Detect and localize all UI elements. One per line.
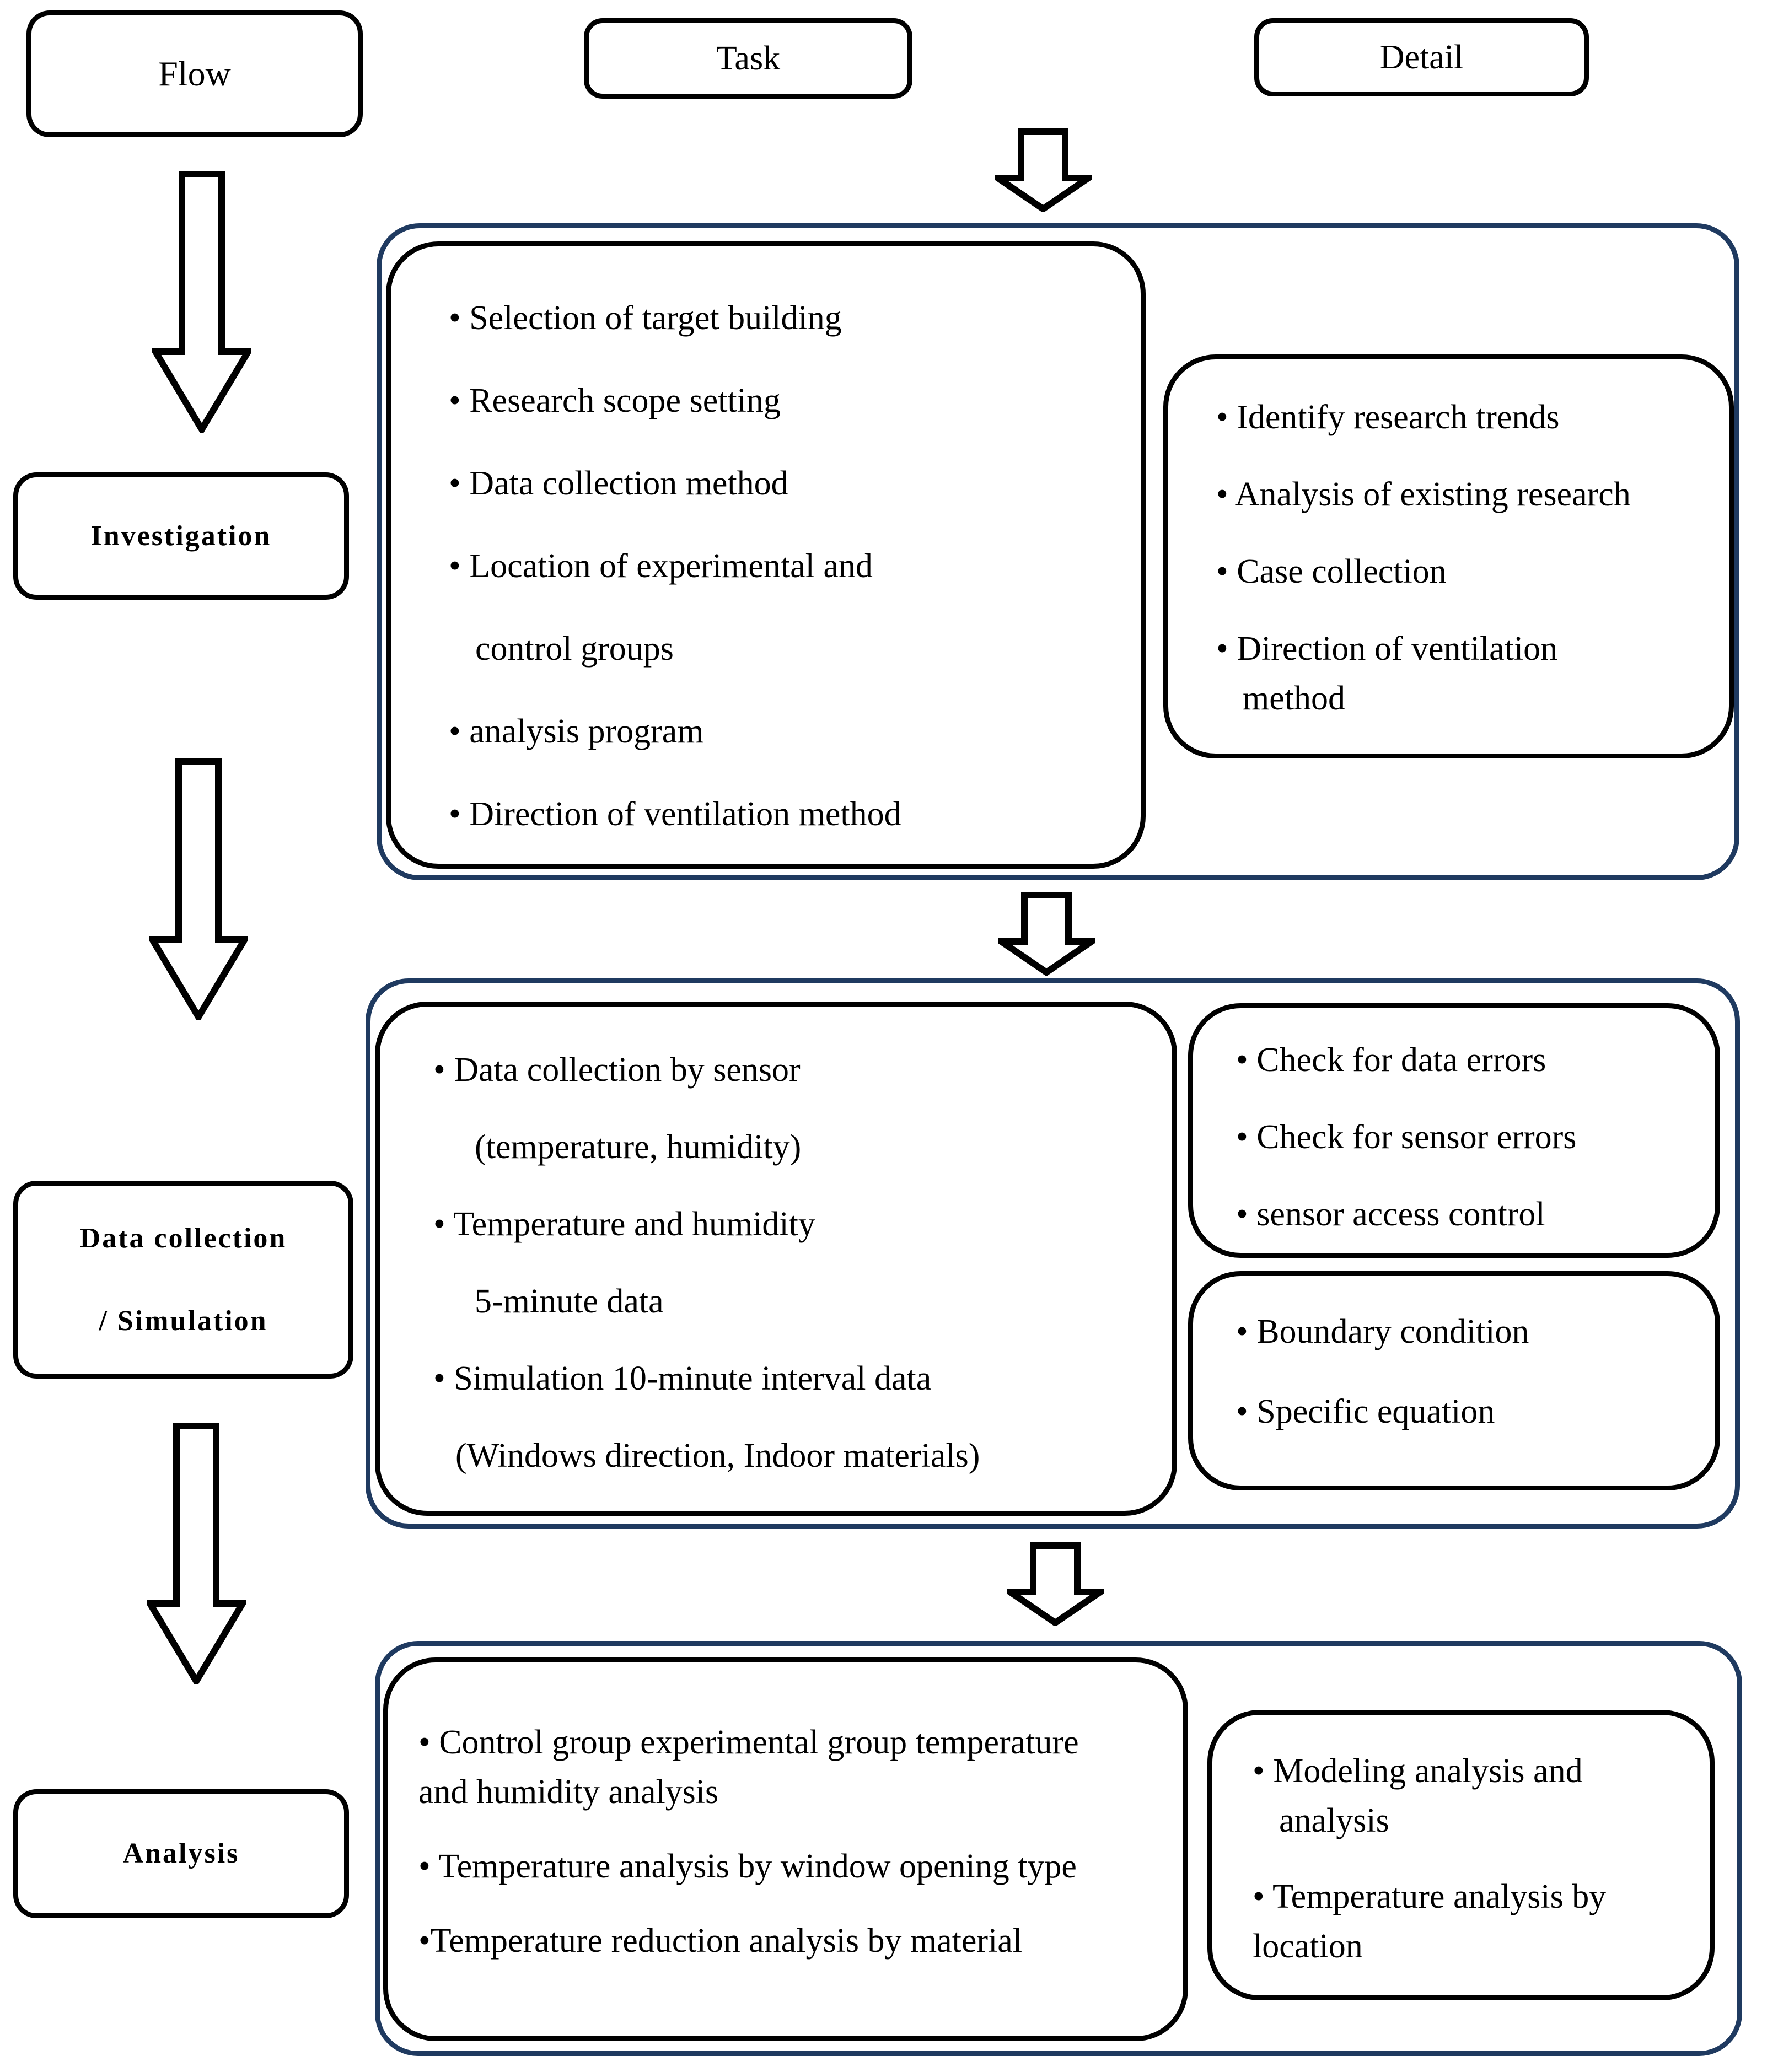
bullet-line: • Check for sensor errors <box>1236 1118 1577 1156</box>
bullet-item: • Modeling analysis and analysis <box>1253 1746 1699 1845</box>
bullet-line: • Data collection method <box>449 465 788 502</box>
bullet-line: • Direction of ventilation <box>1216 630 1558 668</box>
column-header-flow: Flow <box>26 10 363 137</box>
detail-list-simulation-conditions: • Boundary condition • Specific equation <box>1193 1276 1715 1452</box>
bullet-line: • Direction of ventilation method <box>449 795 901 833</box>
detail-box-simulation-conditions: • Boundary condition • Specific equation <box>1188 1271 1720 1490</box>
detail-list-investigation: • Identify research trends • Analysis of… <box>1168 359 1729 751</box>
task-list-data-collection: • Data collection by sensor (temperature… <box>380 1007 1172 1494</box>
detail-label: Detail <box>1379 38 1464 76</box>
bullet-line-wrap: and humidity analysis <box>418 1773 719 1811</box>
stage-box-data-collection-simulation: Data collection / Simulation <box>13 1181 353 1379</box>
bullet-line: • Specific equation <box>1236 1393 1495 1430</box>
flow-label: Flow <box>158 54 231 93</box>
column-header-task: Task <box>584 18 912 99</box>
down-arrow-icon <box>998 892 1095 976</box>
detail-box-analysis: • Modeling analysis and analysis • Tempe… <box>1207 1710 1715 2000</box>
down-arrow-icon <box>149 758 248 1020</box>
stage-datasim-label-line1: Data collection <box>79 1222 287 1254</box>
task-list-investigation: • Selection of target building • Researc… <box>391 246 1141 855</box>
stage-investigation-label: Investigation <box>90 520 272 552</box>
down-arrow-icon <box>995 128 1092 212</box>
bullet-line-wrap: location <box>1253 1928 1363 1965</box>
down-arrow-icon <box>152 171 251 433</box>
bullet-line-wrap: (temperature, humidity) <box>475 1128 802 1166</box>
bullet-line: •Temperature reduction analysis by mater… <box>418 1922 1023 1960</box>
stage-analysis-label: Analysis <box>122 1838 240 1869</box>
bullet-item: • Direction of ventilation method <box>1216 624 1718 723</box>
bullet-line-wrap: method <box>1243 680 1345 717</box>
bullet-line: • analysis program <box>449 713 704 750</box>
bullet-line: • Selection of target building <box>449 299 842 337</box>
down-arrow-icon <box>147 1423 246 1684</box>
task-box-data-collection: • Data collection by sensor (temperature… <box>375 1002 1177 1516</box>
column-header-detail: Detail <box>1254 18 1589 96</box>
bullet-line: • Temperature analysis by <box>1253 1878 1607 1915</box>
bullet-line-wrap: (Windows direction, Indoor materials) <box>455 1437 980 1474</box>
bullet-line: • Modeling analysis and <box>1253 1752 1583 1790</box>
task-label: Task <box>716 39 781 77</box>
bullet-item: • Temperature analysis by location <box>1253 1872 1699 1971</box>
detail-box-investigation: • Identify research trends • Analysis of… <box>1163 354 1734 758</box>
bullet-line: • Boundary condition <box>1236 1313 1529 1350</box>
stage-box-investigation: Investigation <box>13 472 349 600</box>
task-box-investigation: • Selection of target building • Researc… <box>386 241 1146 869</box>
bullet-line: • Control group experimental group tempe… <box>418 1724 1079 1761</box>
bullet-line: • Simulation 10-minute interval data <box>433 1360 932 1397</box>
bullet-line: • Location of experimental and <box>449 547 873 585</box>
bullet-line-wrap: analysis <box>1279 1802 1389 1839</box>
bullet-line: • Temperature and humidity <box>433 1205 815 1243</box>
task-box-analysis: • Control group experimental group tempe… <box>383 1657 1188 2041</box>
stage-box-analysis: Analysis <box>13 1789 349 1918</box>
bullet-line: • Identify research trends <box>1216 399 1560 436</box>
detail-box-sensor-checks: • Check for data errors • Check for sens… <box>1188 1003 1720 1258</box>
bullet-line: • Research scope setting <box>449 382 781 419</box>
task-list-analysis: • Control group experimental group tempe… <box>388 1662 1183 1990</box>
detail-list-analysis: • Modeling analysis and analysis • Tempe… <box>1212 1715 1710 1998</box>
detail-list-sensor-checks: • Check for data errors • Check for sens… <box>1193 1008 1715 1253</box>
bullet-line: • Case collection <box>1216 553 1447 590</box>
bullet-line: • Data collection by sensor <box>433 1051 801 1089</box>
bullet-line-wrap: 5-minute data <box>475 1283 664 1320</box>
bullet-item: • Control group experimental group tempe… <box>418 1718 1172 1817</box>
bullet-line: • Analysis of existing research <box>1216 476 1631 513</box>
bullet-line-wrap: control groups <box>475 630 674 668</box>
bullet-line: • sensor access control <box>1236 1196 1545 1233</box>
bullet-line: • Temperature analysis by window opening… <box>418 1848 1077 1885</box>
stage-datasim-label-line2: / Simulation <box>99 1305 268 1337</box>
down-arrow-icon <box>1007 1542 1104 1626</box>
bullet-line: • Check for data errors <box>1236 1041 1546 1079</box>
